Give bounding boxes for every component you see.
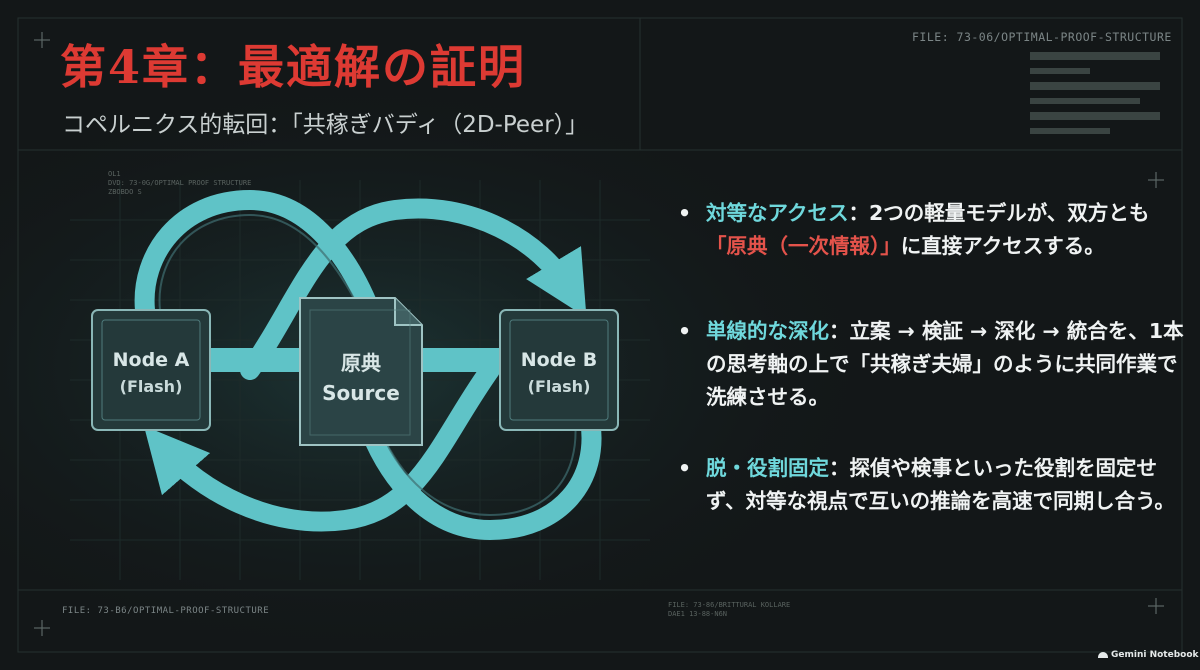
loop-stroke-upper-left — [134, 189, 380, 320]
node-b-sublabel: (Flash) — [528, 377, 591, 396]
loop-stroke-lower-left — [143, 360, 500, 532]
bullet-text: に直接アクセスする。 — [900, 234, 1105, 258]
bullet-keyword: 脱・役割固定 — [706, 456, 829, 480]
small-note-line: FILE: 73-86/BRITTURAL KOLLARE — [668, 601, 791, 609]
bullet-dot-icon: • — [678, 319, 692, 343]
small-note-line: DAE1 13-88-N6N — [668, 610, 728, 619]
bullet-highlight: 「原典（一次情報）」 — [706, 234, 901, 258]
node-a-label: Node A — [113, 349, 190, 371]
node-b-label: Node B — [521, 349, 598, 371]
loop-stroke-upper-right — [240, 198, 587, 380]
bullet-keyword: 対等なアクセス — [706, 201, 849, 225]
page-title: 第4章：最適解の証明 — [60, 40, 527, 94]
infinity-loop — [134, 189, 602, 541]
bullet-keyword: 単線的な深化 — [706, 319, 829, 343]
source-label-ja: 原典 — [341, 351, 381, 375]
bullet-dot-icon: • — [678, 456, 692, 480]
branding-label: Gemini Notebook — [1111, 650, 1199, 660]
small-note-line: ZBOBDO S — [108, 188, 142, 197]
bullet-text: ：立案 → 検証 → 深化 → 統合を、1本の思考軸の上で「共稼ぎ夫婦」のように… — [706, 319, 1184, 409]
small-note-left: OL1 DVD: 73-0G/OPTIMAL PROOF STRUCTURE Z… — [108, 170, 251, 197]
small-note-line: OL1 — [108, 170, 121, 178]
node-a-box: Node A (Flash) — [91, 309, 211, 431]
bullet-item-equal-access: • 対等なアクセス：2つの軽量モデルが、双方とも「原典（一次情報）」に直接アクセス… — [678, 197, 1186, 263]
file-tag-top: FILE: 73-06/OPTIMAL-PROOF-STRUCTURE — [912, 30, 1172, 44]
bullet-item-no-fixed-roles: • 脱・役割固定：探偵や検事といった役割を固定せず、対等な視点で互いの推論を高速で… — [678, 452, 1186, 518]
bullet-text: ：探偵や検事といった役割を固定せず、対等な視点で互いの推論を高速で同期し合う。 — [706, 456, 1175, 513]
infinity-loop-diagram: Node A (Flash) 原典 Source Node B (Flash) — [91, 189, 619, 541]
small-note-line: DVD: 73-0G/OPTIMAL PROOF STRUCTURE — [108, 179, 252, 188]
source-document: 原典 Source — [299, 297, 423, 446]
page-subtitle: コペルニクス的転回：「共稼ぎバディ（2D-Peer）」 — [62, 112, 589, 138]
bullet-text: ：2つの軽量モデルが、双方とも — [848, 201, 1150, 225]
node-b-box: Node B (Flash) — [499, 309, 619, 431]
loop-stroke-lower-right — [360, 410, 602, 541]
bullet-item-linear-deepening: • 単線的な深化：立案 → 検証 → 深化 → 統合を、1本の思考軸の上で「共稼ぎ… — [678, 315, 1186, 414]
connector-source-b — [420, 348, 510, 372]
gemini-notebook-logo: Gemini Notebook — [1098, 650, 1199, 660]
source-label-en: Source — [322, 381, 400, 405]
small-note-bottom: FILE: 73-86/BRITTURAL KOLLARE DAE1 13-88… — [668, 601, 790, 619]
gemini-logo-icon — [1098, 651, 1108, 658]
connector-a-source — [210, 348, 300, 372]
file-tag-bottom: FILE: 73-B6/OPTIMAL-PROOF-STRUCTURE — [62, 606, 270, 616]
bullet-dot-icon: • — [678, 201, 692, 225]
node-a-sublabel: (Flash) — [120, 377, 183, 396]
